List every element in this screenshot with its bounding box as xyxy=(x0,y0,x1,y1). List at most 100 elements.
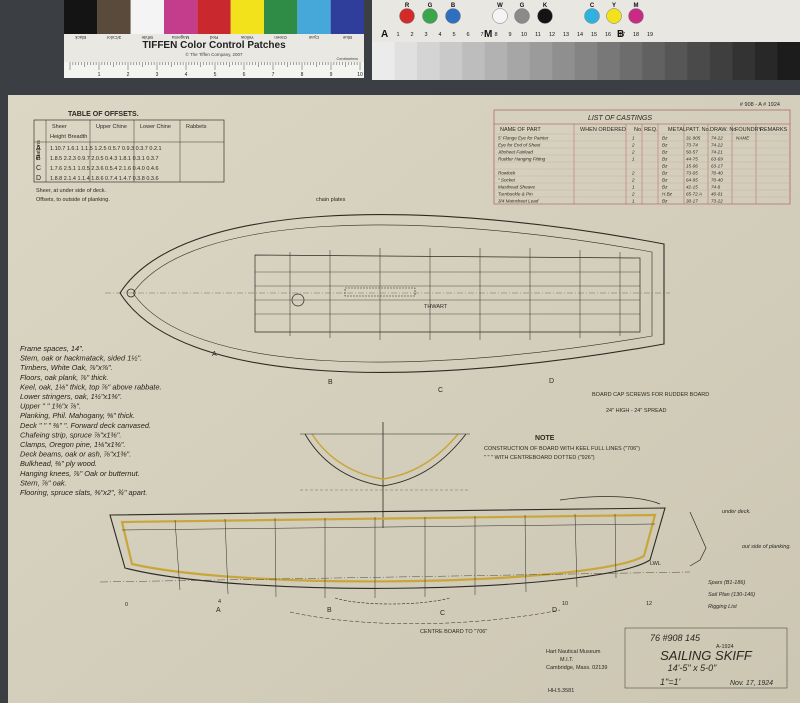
color-patch-label: Yellow xyxy=(240,35,254,40)
castings-cell-patt: 73-05 xyxy=(686,171,698,176)
castings-cell-patt: 42-15 xyxy=(686,185,698,190)
museum-stamp: Hart Nautical Museum M.I.T. Cambridge, M… xyxy=(546,649,607,694)
gray-step xyxy=(664,42,688,80)
gray-card-dot xyxy=(628,8,644,24)
castings-cell-qty: 1 xyxy=(632,136,635,141)
spec-line: Flooring, spruce slats, ⅜"x2", ¾" apart. xyxy=(20,488,147,497)
profile-station-d: D xyxy=(552,607,557,614)
title-block-numbers: 76 #908 145 xyxy=(650,633,701,643)
list-of-castings: # 908 - A # 1924 LIST OF CASTINGS NAME O… xyxy=(493,102,791,205)
color-patch xyxy=(330,0,364,34)
offsets-col-upper-chine: Upper Chine xyxy=(96,124,127,130)
gray-card-letter: Y xyxy=(612,3,616,9)
gray-card-letter: C xyxy=(590,3,595,9)
gray-step xyxy=(709,42,733,80)
ref-sail-plan: Sail Plan (130-146) xyxy=(708,592,755,598)
castings-cell-draw: 74-22 xyxy=(711,143,723,148)
gray-card-corner-b: B xyxy=(617,29,624,40)
offsets-row-station: B xyxy=(36,155,41,162)
ruler-number: 8 xyxy=(301,72,304,78)
gray-card-number: 15 xyxy=(591,32,597,38)
castings-cell-name: " Socket xyxy=(498,178,516,183)
gray-card-number: 12 xyxy=(549,32,555,38)
color-patch-label: 3/Color xyxy=(106,35,121,40)
construction-note: NOTE CONSTRUCTION OF BOARD WITH KEEL FUL… xyxy=(484,435,640,461)
profile-frame-12: 12 xyxy=(646,601,652,607)
profile-frame-10: 10 xyxy=(562,601,568,607)
gray-step xyxy=(394,42,418,80)
spec-line: Keel, oak, 1⅛" thick, top ⅞" above rabba… xyxy=(20,382,162,391)
color-patch xyxy=(230,0,264,34)
gray-step xyxy=(597,42,621,80)
offsets-row-values: 1.8.5 2.2.3 0.9.7 2.0.5 0.4.3 1.8.1 0.3.… xyxy=(50,156,159,162)
profile-station-b: B xyxy=(327,607,332,614)
gray-card-number: 13 xyxy=(563,32,569,38)
color-patch xyxy=(297,0,331,34)
castings-cell-draw: 74-8 xyxy=(711,185,721,190)
gray-card-letter: W xyxy=(497,3,503,9)
gray-step xyxy=(462,42,486,80)
castings-cell-metal: Bz xyxy=(662,157,668,162)
gray-card-dot xyxy=(584,8,600,24)
gray-card-number: 4 xyxy=(438,32,441,38)
castings-header-foundry: FOUNDRY xyxy=(735,127,762,133)
gray-card-number: 6 xyxy=(466,32,469,38)
castings-header-metal: METAL xyxy=(668,127,686,133)
castings-cell-metal: Bz xyxy=(662,143,668,148)
color-patch-label: Black xyxy=(74,35,86,40)
ruler-number: 5 xyxy=(214,72,217,78)
plan-station-b: B xyxy=(328,379,333,386)
castings-cell-name: Jibsheet Fairlead xyxy=(497,150,533,155)
gray-step xyxy=(417,42,441,80)
castings-ref-number: # 908 - A # 1924 xyxy=(740,102,780,108)
castings-cell-name: Rowlock xyxy=(498,171,516,176)
castings-cell-name: Eye for End of Sheet xyxy=(498,143,541,148)
gray-card-number: 17 xyxy=(619,32,625,38)
color-patch xyxy=(264,0,298,34)
spec-line: Chafeing strip, spruce ⅞"x1⅜". xyxy=(20,430,121,439)
table-of-offsets: TABLE OF OFFSETS. Sheer Upper Chine Lowe… xyxy=(33,111,225,203)
title-block-sub-number: A-1924 xyxy=(716,644,734,650)
gray-step xyxy=(574,42,598,80)
castings-cell-qty: 2 xyxy=(631,150,635,155)
castings-cell-metal: H.Bz xyxy=(662,192,673,197)
color-patch xyxy=(164,0,198,34)
title-block: 76 #908 145 A-1924 SAILING SKIFF 14'-5" … xyxy=(624,627,788,689)
construction-specs: Frame spaces, 14".Stem, oak or hackmatac… xyxy=(20,344,162,497)
spec-line: Lower stringers, oak, 1½"x1⅜". xyxy=(20,392,122,401)
castings-cell-qty: 1 xyxy=(632,157,635,162)
profile-frame-0: 0 xyxy=(125,602,128,608)
gray-card-letter: M xyxy=(634,3,639,9)
plan-board-note: 24" HIGH - 24" SPREAD xyxy=(606,408,666,414)
ruler-number: 6 xyxy=(243,72,246,78)
castings-cell-metal: Bz xyxy=(662,136,668,141)
gray-step xyxy=(439,42,463,80)
plan-chain-plates: chain plates xyxy=(316,197,346,203)
ref-rigging-list: Rigging List xyxy=(708,604,737,610)
gray-card-dot xyxy=(537,8,553,24)
ruler-number: 1 xyxy=(98,72,101,78)
profile-station-a: A xyxy=(216,607,221,614)
profile-frame-4: 4 xyxy=(218,599,221,605)
gray-step xyxy=(484,42,508,80)
offsets-title: TABLE OF OFFSETS. xyxy=(68,111,139,118)
castings-cell-patt: 73-74 xyxy=(686,143,698,148)
stamp-hand-number: HH.5.3581 xyxy=(548,688,574,694)
offsets-col-rabbets: Rabbets xyxy=(186,124,207,130)
title-block-date: Nov. 17, 1924 xyxy=(730,680,773,687)
plan-station-a: A xyxy=(212,351,217,358)
spec-line: Bulkhead, ⅜" ply wood. xyxy=(20,459,97,468)
gray-step xyxy=(552,42,576,80)
castings-cell-patt: 31-905 xyxy=(686,136,701,141)
spec-line: Frame spaces, 14". xyxy=(20,344,84,353)
castings-cell-draw: 63-69 xyxy=(711,157,723,162)
gray-card-number: 9 xyxy=(508,32,511,38)
castings-cell-patt: 50-57 xyxy=(686,150,698,155)
castings-cell-patt: 44-75 xyxy=(686,157,698,162)
castings-header-ordered: WHEN ORDERED xyxy=(580,127,626,133)
offsets-col-sheer: Sheer xyxy=(52,124,67,130)
gray-step xyxy=(529,42,553,80)
castings-cell-qty: 2 xyxy=(631,143,635,148)
plan-station-d: D xyxy=(549,378,554,385)
